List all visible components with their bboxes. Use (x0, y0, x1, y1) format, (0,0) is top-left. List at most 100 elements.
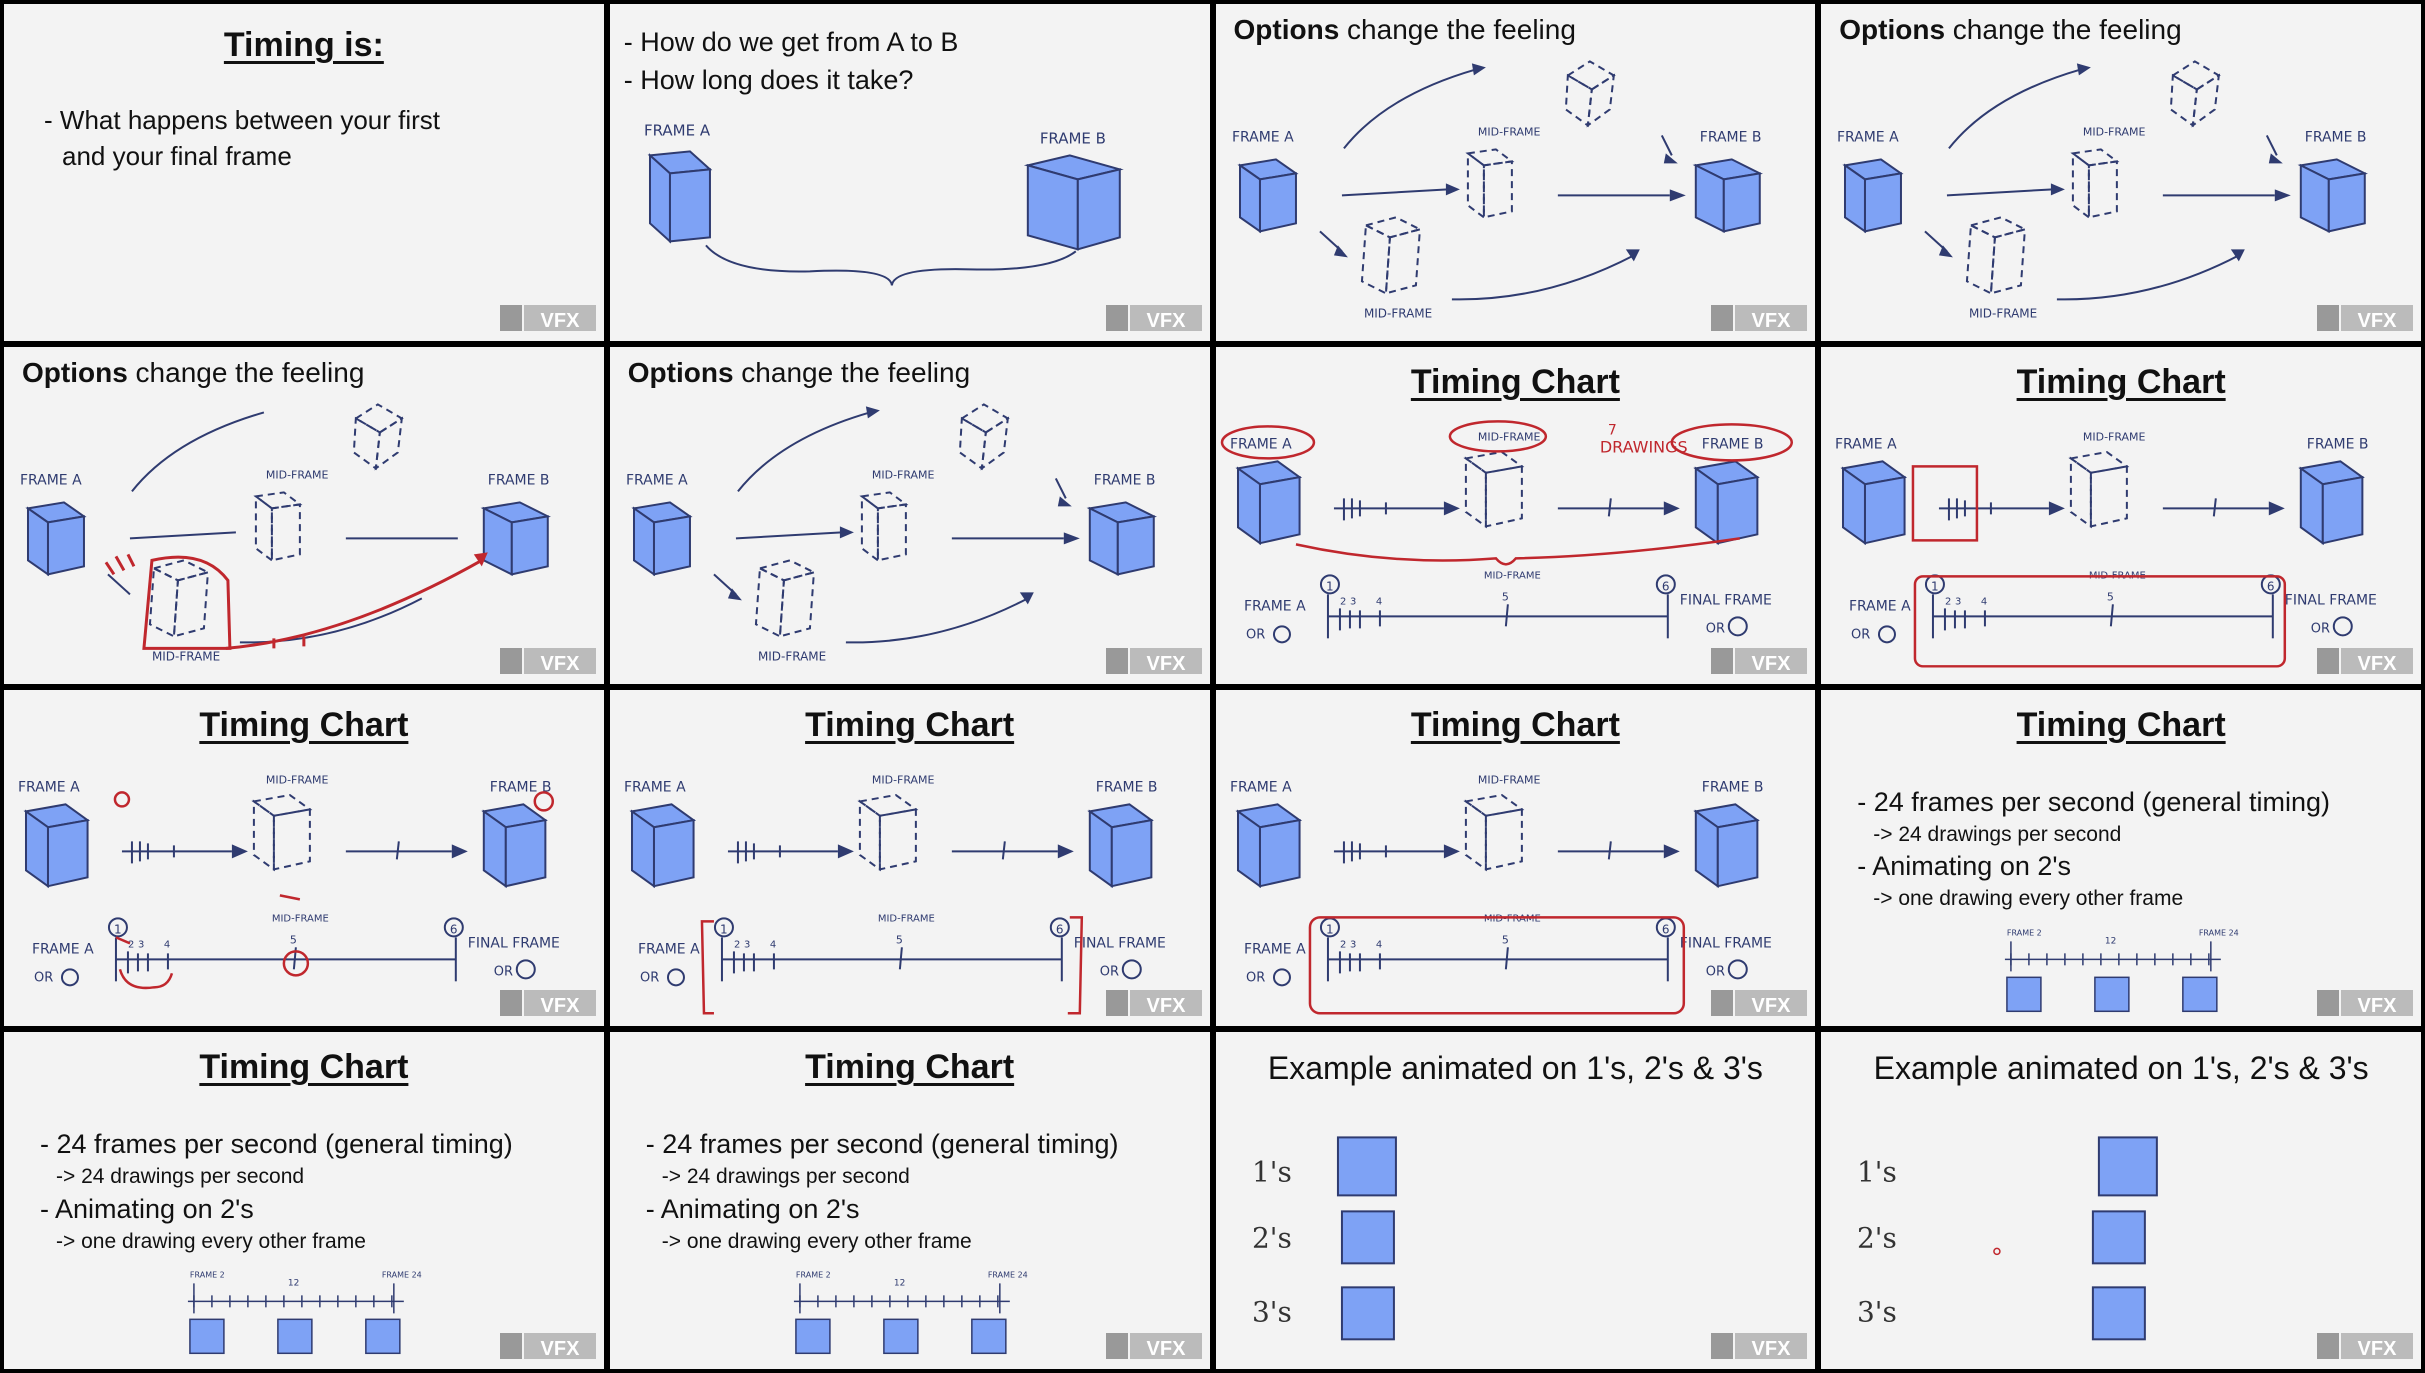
svg-text:VFX: VFX (2358, 995, 2398, 1017)
example-drawing: 1's2's3's (1857, 1136, 2159, 1341)
solid-cube (1087, 802, 1154, 888)
svg-text:MID-FRAME: MID-FRAME (1483, 570, 1540, 581)
svg-text:6: 6 (2267, 579, 2275, 593)
vfx-logo-icon: VFX (499, 1333, 596, 1360)
slide-options-2[interactable]: Options change the feeling FRAME A FRAME… (1821, 4, 2421, 341)
solid-cube (481, 802, 548, 888)
slide-title: Timing Chart (1410, 362, 1620, 401)
fps-list: - 24 frames per second (general timing) … (40, 1129, 513, 1253)
svg-text:7: 7 (1607, 422, 1616, 438)
svg-text:1: 1 (1325, 922, 1333, 936)
cube-frame-b (1023, 154, 1124, 251)
bullet-text: - What happens between your first and yo… (44, 105, 441, 172)
svg-text:FRAME A: FRAME A (1243, 941, 1305, 957)
svg-text:1: 1 (1931, 579, 1939, 593)
vfx-logo-icon: VFX (2317, 304, 2413, 332)
slide-options-1[interactable]: Options change the feeling FRAME A FRAME… (1215, 4, 1816, 341)
svg-text:OR: OR (1100, 964, 1119, 979)
svg-text:FRAME B: FRAME B (2307, 436, 2369, 452)
drawing-box (794, 1318, 831, 1355)
svg-text:1's: 1's (1251, 1156, 1291, 1189)
dashed-cube (2068, 450, 2130, 529)
slide-timing-is[interactable]: Timing is: - What happens between your f… (4, 4, 604, 341)
svg-text:FRAME A: FRAME A (624, 779, 686, 795)
example-box (2092, 1210, 2147, 1265)
options-title: Options change the feeling (1233, 14, 1576, 45)
svg-text:5: 5 (896, 933, 903, 946)
options-drawing: FRAME A FRAME B MID-FRAME MID-FRAME (1231, 60, 1763, 320)
svg-text:VFX: VFX (540, 653, 580, 675)
vfx-logo-icon: VFX (1105, 304, 1202, 332)
slide-title: Timing Chart (805, 705, 1015, 744)
slide-title: Example animated on 1's, 2's & 3's (1873, 1050, 2369, 1087)
slide-title: Timing Chart (1410, 705, 1620, 744)
example-box (1340, 1286, 1395, 1341)
svg-text:12: 12 (288, 1279, 299, 1289)
svg-text:OR: OR (1705, 621, 1724, 636)
svg-text:FINAL FRAME: FINAL FRAME (1074, 935, 1166, 951)
svg-text:OR: OR (1851, 627, 1870, 642)
svg-text:MID-FRAME: MID-FRAME (1477, 125, 1540, 138)
svg-text:MID-FRAME: MID-FRAME (1477, 773, 1540, 786)
vfx-logo-icon: VFX (1105, 990, 1202, 1017)
vfx-logo-icon: VFX (2317, 647, 2413, 675)
drawing-box (970, 1318, 1007, 1355)
cube-frame-a (647, 150, 713, 244)
svg-text:4: 4 (164, 939, 170, 950)
slide-title: Example animated on 1's, 2's & 3's (1267, 1050, 1763, 1087)
svg-text:FINAL FRAME: FINAL FRAME (1679, 935, 1771, 951)
slide-title: Timing is: (223, 26, 384, 64)
svg-text:12: 12 (2105, 936, 2116, 946)
svg-text:4: 4 (1375, 939, 1381, 950)
dashed-cube (251, 793, 313, 871)
vfx-logo-icon: VFX (1711, 990, 1808, 1017)
slide-24fps-2[interactable]: Timing Chart - 24 frames per second (gen… (4, 1032, 604, 1369)
vfx-logo-icon: VFX (1711, 1333, 1808, 1360)
slide-24fps-3[interactable]: Timing Chart - 24 frames per second (gen… (609, 1032, 1210, 1369)
svg-text:FRAME 24: FRAME 24 (2199, 928, 2239, 937)
svg-text:FRAME B: FRAME B (1699, 129, 1761, 145)
svg-text:FRAME A: FRAME A (626, 472, 688, 488)
vfx-logo-icon: VFX (1711, 647, 1808, 675)
svg-text:FRAME 2: FRAME 2 (2007, 928, 2042, 937)
svg-text:OR: OR (640, 970, 659, 985)
vfx-logo-icon: VFX (499, 304, 596, 332)
svg-text:VFX: VFX (1146, 1338, 1186, 1360)
vfx-logo-icon: VFX (1711, 304, 1808, 332)
svg-text:VFX: VFX (1752, 995, 1792, 1017)
slide-options-annotated[interactable]: Options change the feeling FRAME A FRAME… (4, 346, 604, 684)
options-drawing: FRAME A FRAME B MID-FRAME MID-FRAME (1837, 60, 2369, 320)
slide-a-to-b[interactable]: - How do we get from A to B - How long d… (609, 4, 1210, 341)
vfx-logo-icon: VFX (1105, 1333, 1202, 1360)
svg-text:FRAME A: FRAME A (32, 941, 94, 957)
svg-text:6: 6 (1661, 922, 1669, 936)
svg-text:FINAL FRAME: FINAL FRAME (1679, 592, 1771, 608)
options-title: Options change the feeling (22, 356, 365, 388)
solid-cube (1234, 802, 1302, 888)
drawing-box (365, 1318, 401, 1355)
solid-cube (1692, 802, 1760, 888)
svg-text:MID-FRAME: MID-FRAME (1363, 306, 1431, 320)
slide-title: Timing Chart (199, 705, 409, 744)
dashed-cube (1462, 793, 1524, 871)
svg-text:6: 6 (1056, 922, 1064, 936)
svg-text:4: 4 (1981, 596, 1987, 607)
svg-text:FRAME B: FRAME B (1701, 779, 1763, 795)
svg-text:MID-FRAME: MID-FRAME (872, 773, 935, 786)
slide-options-3[interactable]: Options change the feeling FRAME A FRAME… (609, 346, 1210, 684)
a-to-b-drawing: FRAME A FRAME B (644, 121, 1124, 286)
svg-text:3's: 3's (1857, 1296, 1897, 1329)
svg-text:FRAME A: FRAME A (644, 121, 711, 139)
svg-text:FRAME B: FRAME B (490, 779, 552, 795)
svg-text:4: 4 (770, 939, 776, 950)
svg-text:3: 3 (744, 939, 750, 950)
slide-24fps-1[interactable]: Timing Chart - 24 frames per second (gen… (1821, 689, 2421, 1027)
